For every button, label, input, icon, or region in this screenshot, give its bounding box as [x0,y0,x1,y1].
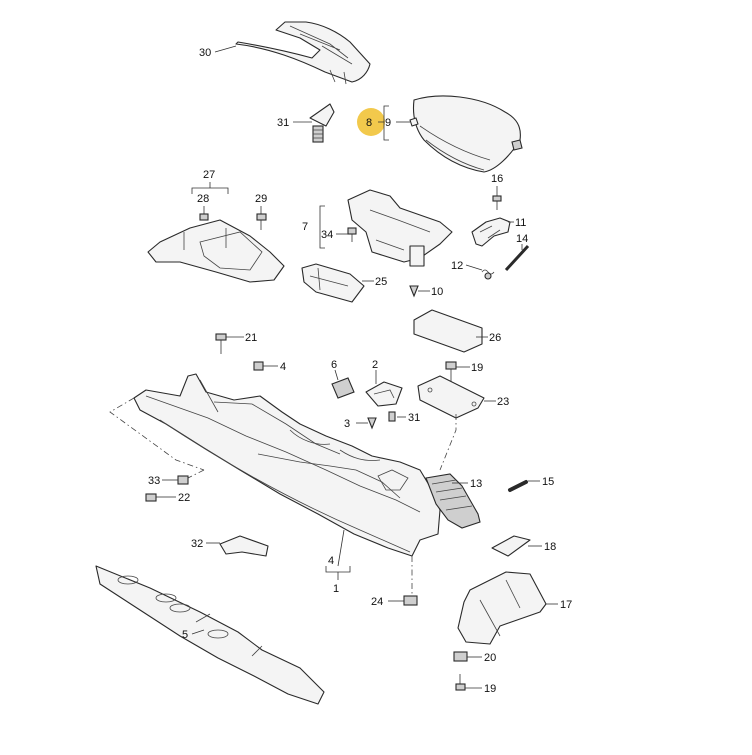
callout-22: 22 [178,492,190,504]
part-27-shifter-bezel[interactable] [147,219,285,283]
callout-33: 33 [148,475,160,487]
callout-13: 13 [470,478,482,490]
callout-7: 7 [302,221,308,233]
callout-19-upper: 19 [471,362,483,374]
part-17-rear-cover[interactable] [457,571,547,645]
callout-2: 2 [372,359,378,371]
callout-8: 8 [366,117,372,129]
part-34-screw[interactable] [347,227,357,242]
callout-14: 14 [516,233,528,245]
part-15-pin[interactable] [508,480,528,492]
callout-25: 25 [375,276,387,288]
part-9-screw[interactable] [409,117,419,127]
part-30-upper-trim[interactable] [235,21,371,85]
callout-17: 17 [560,599,572,611]
part-23-plate[interactable] [417,375,485,419]
part-33-nut[interactable] [177,475,189,485]
callout-31-lower: 31 [408,412,420,424]
callout-3: 3 [344,418,350,430]
callout-5: 5 [182,629,188,641]
part-20-nut[interactable] [453,651,468,662]
part-5-insulation[interactable] [95,565,325,705]
callout-23: 23 [497,396,509,408]
callout-11: 11 [515,217,526,229]
callout-1: 1 [333,583,339,595]
callout-27: 27 [203,169,215,181]
callout-4-lower: 4 [328,555,334,567]
callout-21: 21 [245,332,257,344]
part-28-clip[interactable] [199,213,209,221]
part-18-pad[interactable] [491,535,531,557]
callout-15: 15 [542,476,554,488]
callout-34: 34 [321,229,333,241]
part-2-cupholder[interactable] [365,381,403,407]
highlight-marker [357,108,385,136]
part-19-screw-lower[interactable] [455,674,466,691]
part-16-screw[interactable] [492,195,502,210]
part-31-clip-lower[interactable] [388,411,396,422]
part-4-nut-upper[interactable] [253,361,264,371]
callout-30: 30 [199,47,211,59]
callout-9: 9 [385,117,391,129]
part-32-trim[interactable] [219,535,269,557]
part-22-screw[interactable] [145,493,164,502]
part-6-switch[interactable] [331,377,355,399]
part-29-screw[interactable] [256,213,267,230]
callout-4-upper: 4 [280,361,286,373]
callout-32: 32 [191,538,203,550]
part-10-screw[interactable] [409,285,419,298]
callout-28: 28 [197,193,209,205]
part-11-hinge[interactable] [471,217,511,247]
part-26-mat[interactable] [413,309,483,353]
part-14-pin[interactable] [504,244,530,272]
part-1-center-console[interactable] [133,373,441,557]
callout-6: 6 [331,359,337,371]
part-21-screw[interactable] [215,333,227,354]
callout-31-upper: 31 [277,117,289,129]
callout-26: 26 [489,332,501,344]
callout-18: 18 [544,541,556,553]
part-13-gaiter[interactable] [425,473,481,529]
part-3-screw[interactable] [367,417,377,430]
callout-12: 12 [451,260,463,272]
part-25-insert[interactable] [301,263,365,303]
part-7-storage-tray[interactable] [347,189,453,267]
callout-16: 16 [491,173,503,185]
part-19-screw-upper[interactable] [445,361,457,382]
callout-24: 24 [371,596,383,608]
callout-29: 29 [255,193,267,205]
callout-10: 10 [431,286,443,298]
part-8-armrest-lid[interactable] [412,95,523,173]
part-31-clip[interactable] [309,103,335,143]
callout-19-lower: 19 [484,683,496,695]
part-24-nut[interactable] [403,595,418,606]
part-12-spring[interactable] [481,269,495,280]
callout-20: 20 [484,652,496,664]
